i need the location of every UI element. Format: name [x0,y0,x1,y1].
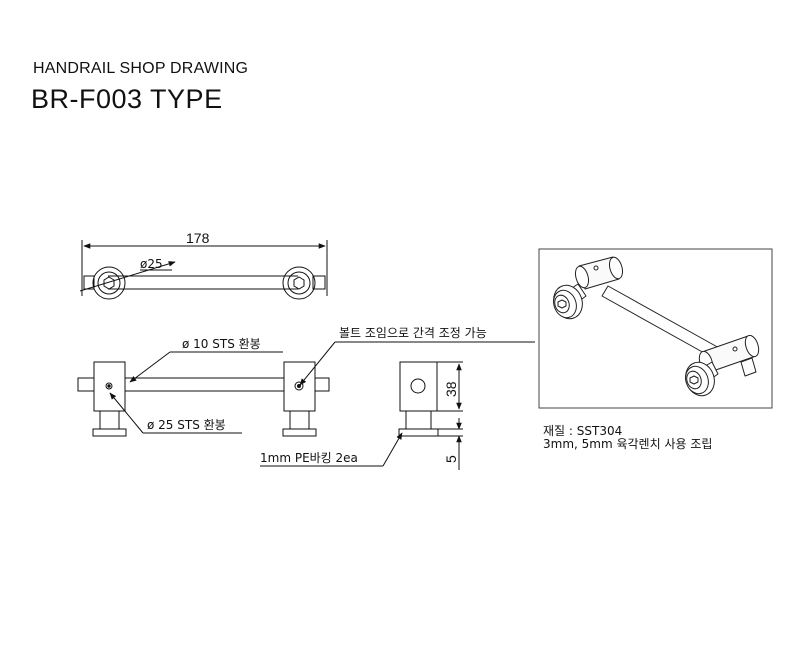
overall-length-label: 178 [186,230,210,246]
packing-leader [382,432,403,467]
pad-thickness-label: 5 [443,455,459,463]
block-callout: ø 25 STS 환봉 [147,418,226,432]
bolt-leader [299,341,336,386]
right-pe-pad [282,428,317,437]
block-leader [109,392,144,434]
rod-leader [129,351,171,383]
side-view [260,361,463,470]
isometric-view [553,256,760,397]
block-height-label: 38 [443,381,459,397]
side-block [399,361,438,412]
bolt-callout: 볼트 조임으로 간격 조정 가능 [339,326,487,340]
material-line: 재질 : SST304 [543,424,623,438]
side-pe-pad [398,428,439,437]
drawing-subtitle: HANDRAIL SHOP DRAWING [33,60,249,77]
top-view [79,240,328,300]
right-disc [282,266,316,300]
assembly-note: 3mm, 5mm 육각렌치 사용 조립 [543,437,713,451]
front-view [77,341,535,437]
left-disc [92,266,126,300]
isometric-view-frame [538,248,773,409]
drawing-title: BR-F003 TYPE [31,84,223,114]
packing-callout: 1mm PE바킹 2ea [260,451,358,465]
material-notes: 재질 : SST304 3mm, 5mm 육각렌치 사용 조립 [543,425,712,451]
left-pe-pad [92,428,127,437]
rod-callout: ø 10 STS 환봉 [182,337,261,351]
diameter-leader [79,261,176,292]
disc-diameter-label: ø25 [140,257,163,271]
